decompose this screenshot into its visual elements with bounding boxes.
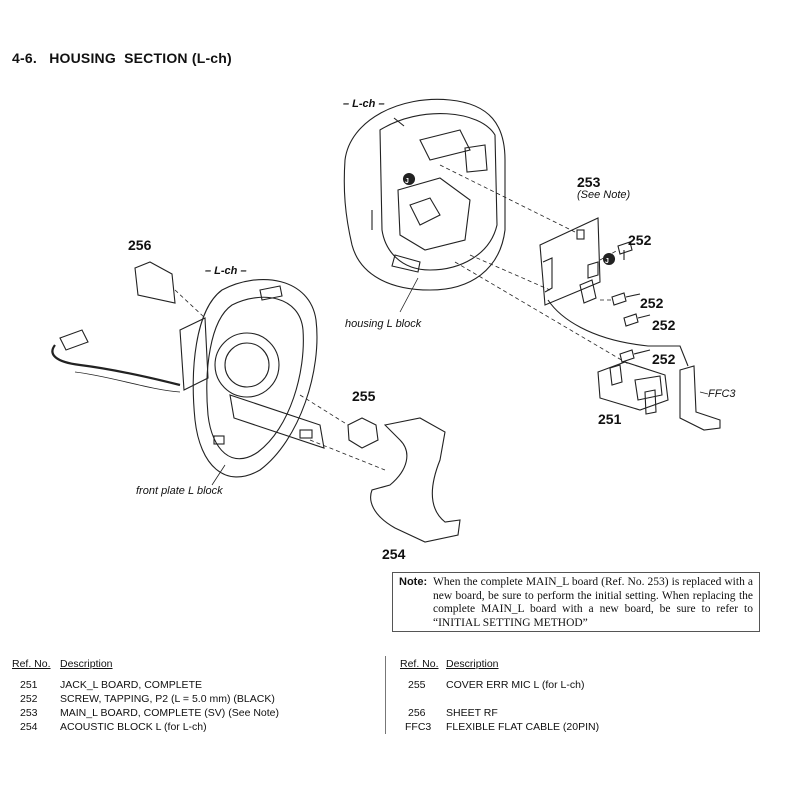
- left-row-desc: JACK_L BOARD, COMPLETE: [60, 679, 202, 691]
- left-row-ref: 252: [20, 693, 38, 705]
- jack-l-board: [597, 361, 669, 415]
- right-desc-header: Description: [446, 658, 499, 670]
- right-row-ref: 256: [408, 707, 426, 719]
- lch-label-front: – L-ch –: [205, 265, 247, 277]
- ref-252-a: 252: [628, 232, 652, 248]
- note-box: Note: When the complete MAIN_L board (Re…: [392, 572, 760, 632]
- left-ref-header: Ref. No.: [12, 658, 51, 670]
- right-row-ref: 255: [408, 679, 426, 691]
- left-row-ref: 251: [20, 679, 38, 691]
- right-ref-header: Ref. No.: [400, 658, 439, 670]
- right-row-desc: COVER ERR MIC L (for L-ch): [446, 679, 585, 691]
- left-row-ref: 254: [20, 721, 38, 733]
- right-row-ref: FFC3: [405, 721, 432, 733]
- left-row-desc: ACOUSTIC BLOCK L (for L-ch): [60, 721, 207, 733]
- see-note-callout: (See Note): [577, 189, 631, 201]
- column-divider: [385, 656, 386, 734]
- ref-254: 254: [382, 546, 406, 562]
- ffc3-cable: [547, 299, 721, 431]
- front-plate-callout: front plate L block: [136, 485, 223, 497]
- ref-253: 253: [577, 174, 601, 190]
- screws-252: [611, 241, 651, 363]
- ref-252-b: 252: [640, 295, 664, 311]
- housing-l-block: [343, 98, 506, 291]
- left-row-ref: 253: [20, 707, 38, 719]
- marker-j-2: J: [605, 258, 609, 265]
- right-row-desc: SHEET RF: [446, 707, 498, 719]
- lch-label-housing: – L-ch –: [343, 98, 385, 110]
- section-title: 4-6. HOUSING SECTION (L-ch): [12, 50, 232, 66]
- ffc3-callout: FFC3: [708, 388, 736, 400]
- left-desc-header: Description: [60, 658, 113, 670]
- ref-255: 255: [352, 388, 376, 404]
- ref-252-d: 252: [652, 351, 676, 367]
- cover-err-mic: [347, 417, 379, 449]
- housing-callout: housing L block: [345, 318, 422, 330]
- front-plate-l-block: [51, 279, 325, 478]
- right-row-desc: FLEXIBLE FLAT CABLE (20PIN): [446, 721, 600, 733]
- note-text: When the complete MAIN_L board (Ref. No.…: [433, 576, 753, 629]
- left-row-desc: SCREW, TAPPING, P2 (L = 5.0 mm) (BLACK): [60, 693, 275, 705]
- ref-256: 256: [128, 237, 152, 253]
- ref-251: 251: [598, 411, 622, 427]
- acoustic-block: [370, 417, 461, 543]
- note-label: Note:: [399, 576, 428, 588]
- left-row-desc: MAIN_L BOARD, COMPLETE (SV) (See Note): [60, 707, 279, 719]
- exploded-diagram: – L-ch – – L-ch – 253 (See Note) 252 252…: [51, 98, 736, 562]
- ref-252-c: 252: [652, 317, 676, 333]
- main-l-board: [539, 217, 601, 306]
- sheet-rf: [134, 261, 176, 304]
- marker-j-1: J: [405, 178, 409, 185]
